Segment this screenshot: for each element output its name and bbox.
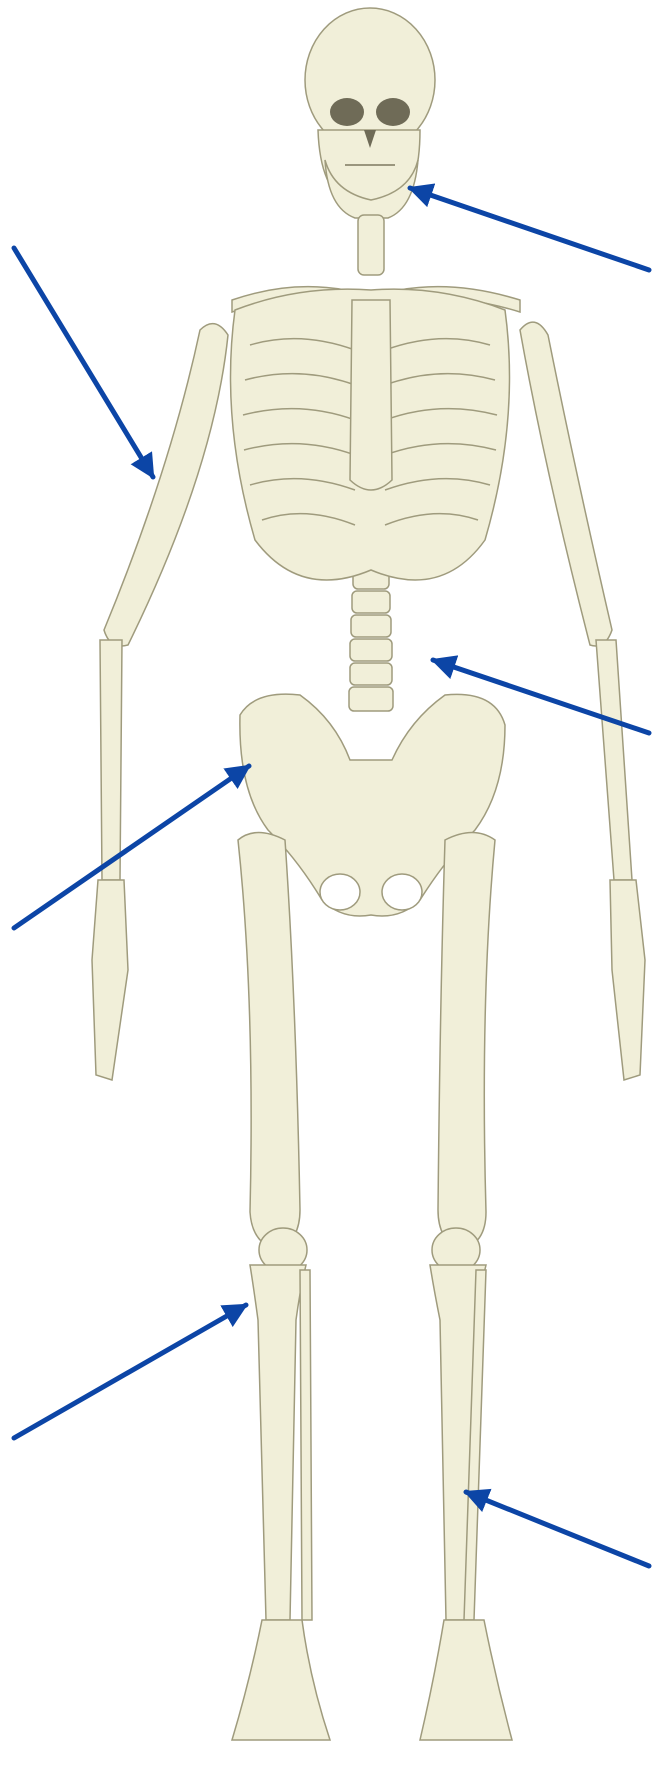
femur-right	[438, 833, 495, 1251]
foot-left	[232, 1620, 330, 1740]
arrow-fibula	[466, 1492, 649, 1566]
tibia-left	[250, 1265, 306, 1620]
arrow-pelvis	[14, 766, 249, 928]
rib-cage	[231, 289, 510, 580]
humerus-left	[104, 324, 228, 646]
humerus-right	[520, 322, 612, 646]
arrow-mandible	[410, 188, 649, 270]
arrow-tibia	[14, 1305, 246, 1438]
hand-left	[92, 880, 128, 1080]
fibula-left	[300, 1270, 312, 1620]
femur-left	[238, 833, 300, 1251]
forearm-right	[596, 640, 632, 880]
forearm-left	[100, 640, 122, 880]
skeleton-bones	[92, 8, 645, 1740]
arrow-humerus	[14, 248, 153, 477]
foot-right	[420, 1620, 512, 1740]
hand-right	[610, 880, 645, 1080]
